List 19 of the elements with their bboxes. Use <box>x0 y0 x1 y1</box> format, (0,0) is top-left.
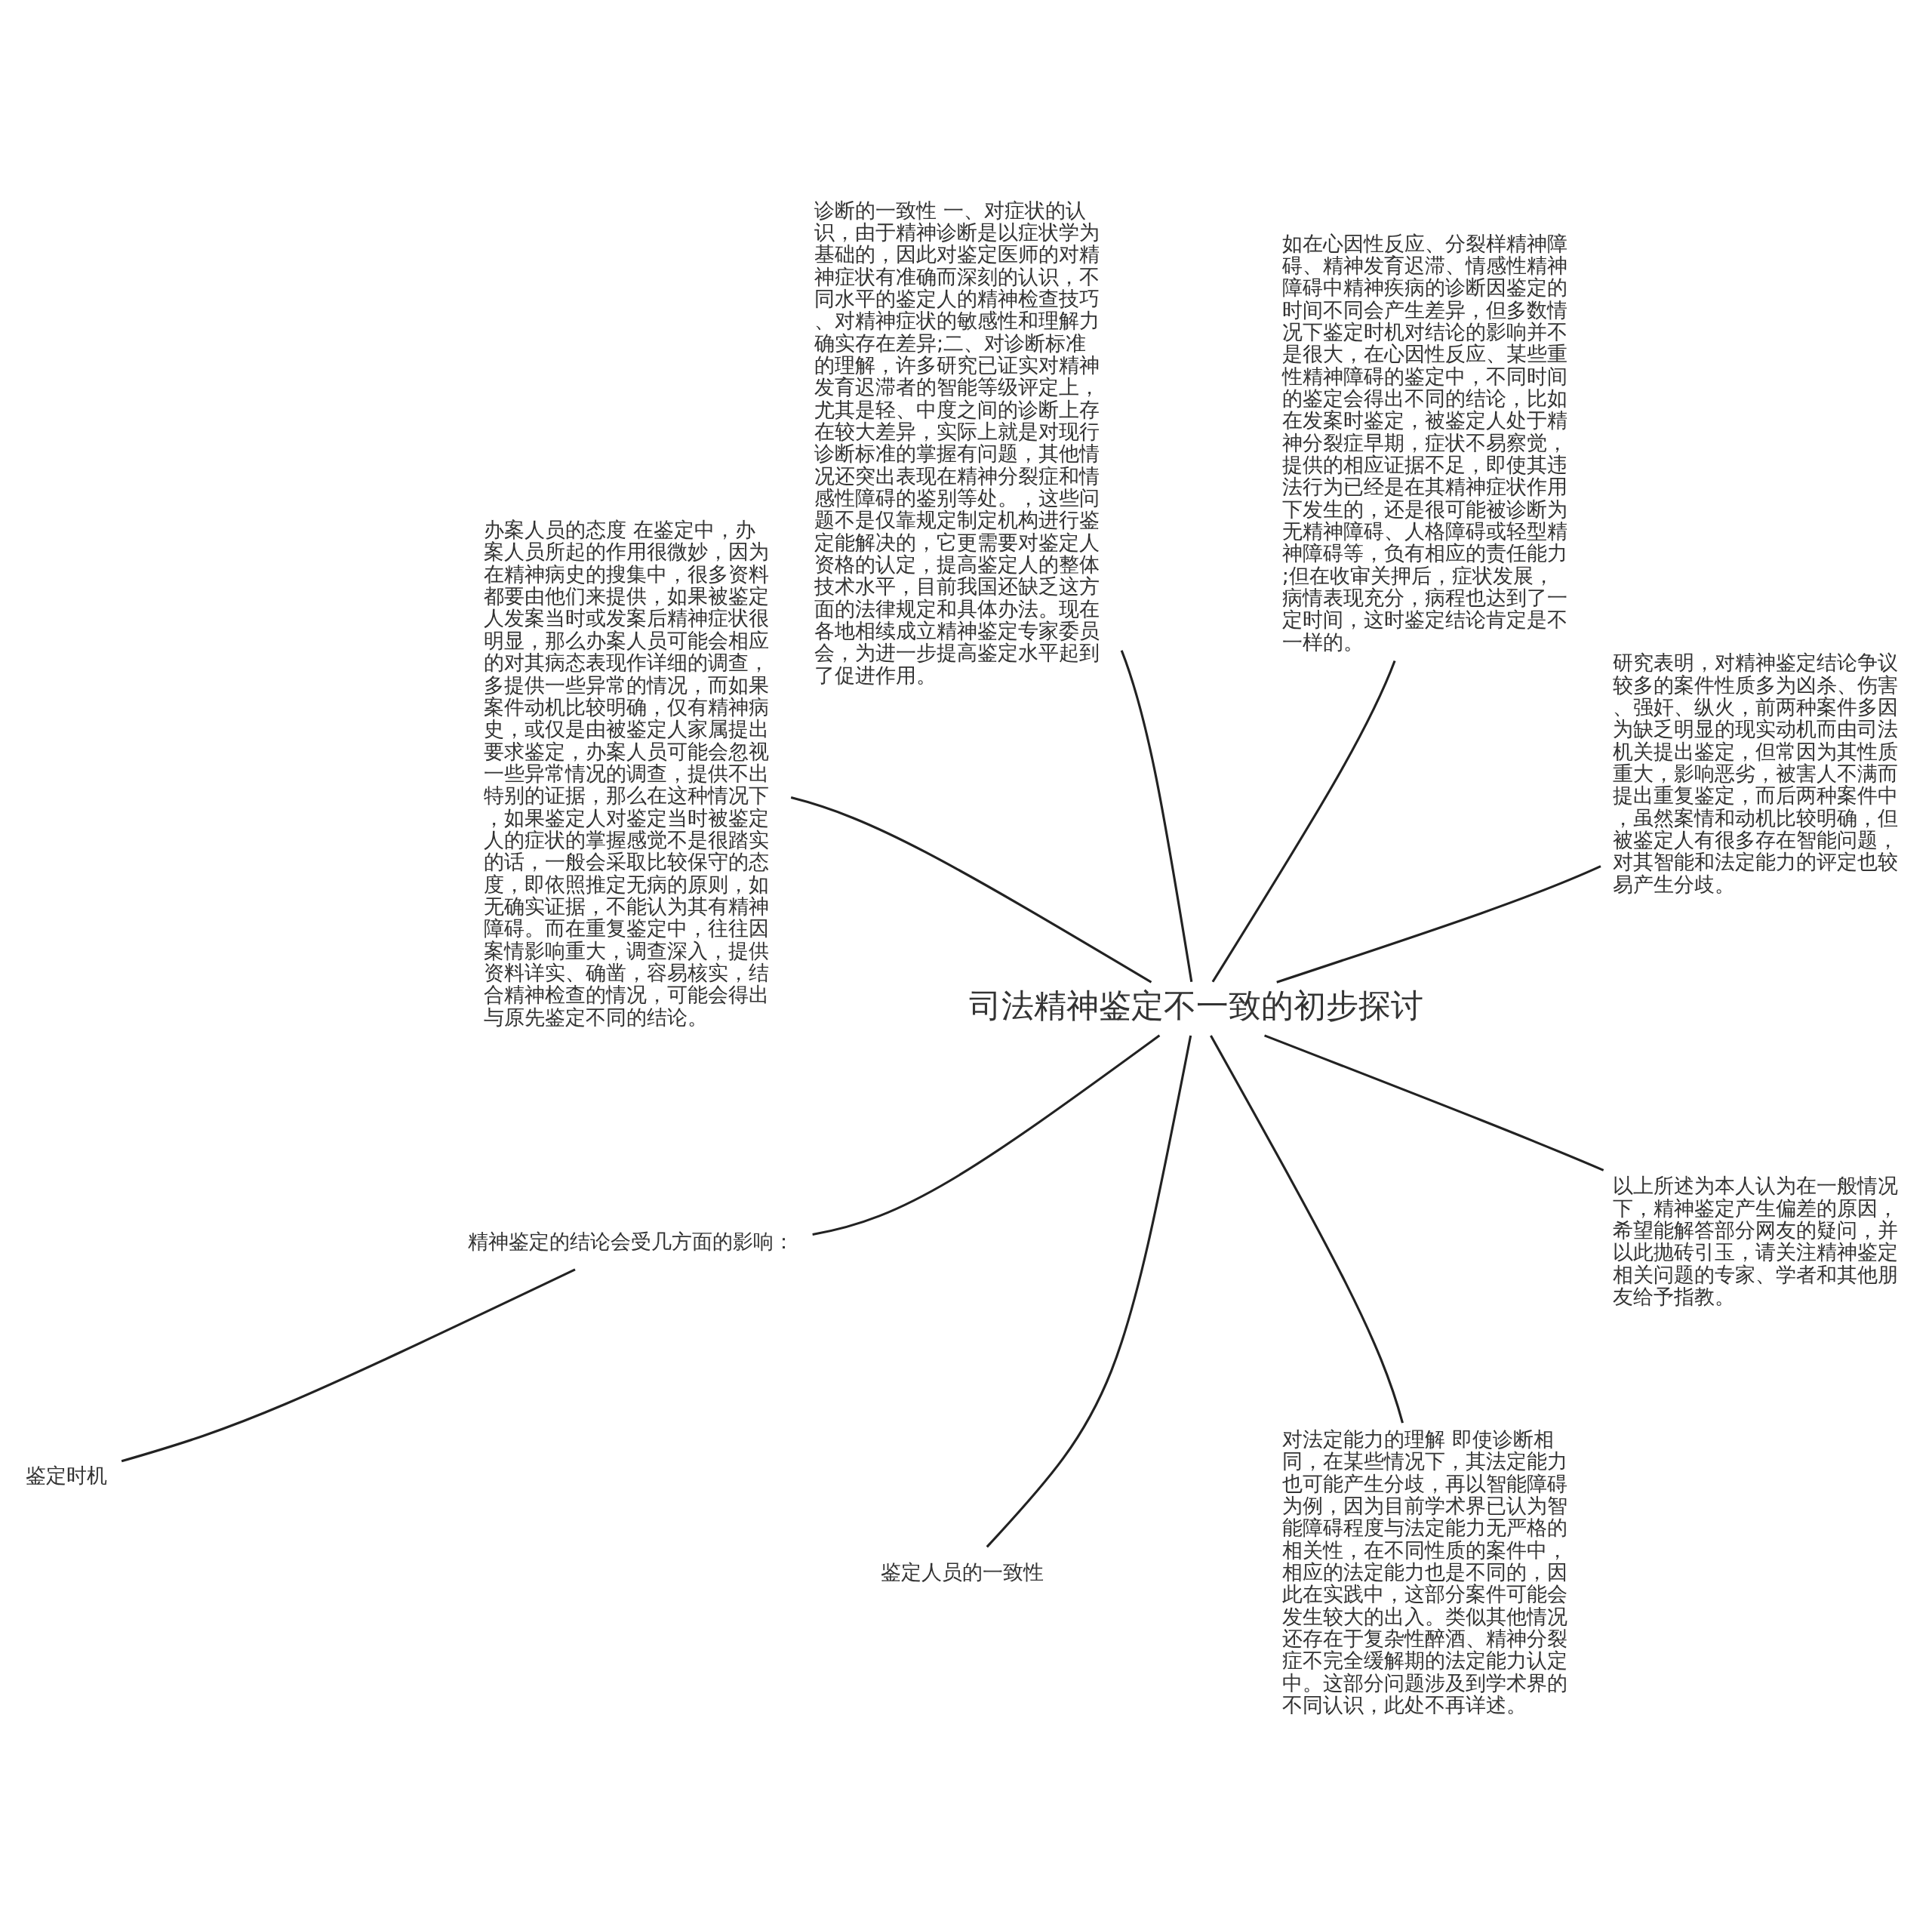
node-text: 诊断的一致性 一、对症状的认识，由于精神诊断是以症状学为基础的，因此对鉴定医师的对精神症状有准确而深刻的认识，不同水平的鉴定人的精神检查技巧、对精神症状的敏感性和理解力确实存在差异;二、对诊断标准的理解，许多研究已证实对精神发育迟滞者的智能等级评定上，尤其是轻、中度之间的诊断上存在较大差异，实际上就是对现行诊断标准的掌握有问题，其他情况还突出表现在精神分裂症和情感性障碍的鉴别等处。，这些问题不是仅靠规定制定机构进行鉴定能解决的，它更需要对鉴定人资格的认定，提高鉴定人的整体技术水平，目前我国还缺乏这方面的法律规定和具体办法。现在各地相续成立精神鉴定专家委员会，为进一步提高鉴定水平起到了促进作用。 <box>814 198 1100 687</box>
connector <box>1276 865 1601 984</box>
connector <box>1120 650 1193 983</box>
node-text: 对法定能力的理解 即使诊断相同，在某些情况下，其法定能力也可能产生分歧，再以智能障碍为例，因为目前学术界已认为智能障碍程度与法定能力无严格的相关性，在不同性质的案件中，相应的法定能力也是不同的，因此在实践中，这部分案件可能会发生较大的出入。类似其他情况还存在于复杂性醉酒、精神分裂症不完全缓解期的法定能力认定中。这部分问题涉及到学术界的不同认识，此处不再详述。 <box>1281 1427 1567 1716</box>
node-text: 以上所述为本人认为在一般情况下，精神鉴定产生偏差的原因，希望能解答部分网友的疑问，并以此抛砖引玉，请关注精神鉴定相关问题的专家、学者和其他朋友给予指教。 <box>1613 1174 1899 1308</box>
connector <box>986 1035 1192 1548</box>
connector <box>1264 1034 1604 1171</box>
connector <box>1211 660 1396 983</box>
node-text: 办案人员的态度 在鉴定中，办案人员所起的作用很微妙，因为在精神病史的搜集中，很多资料都要由他们来提供，如果被鉴定人发案当时或发案后精神症状很明显，那么办案人员可能会相应的对其病态表现作详细的调查，多提供一些异常的情况，而如果案件动机比较明确，仅有精神病史，或仅是由被鉴定人家属提出要求鉴定，办案人员可能会忽视一些异常情况的调查，提供不出特别的证据，那么在这种情况下，如果鉴定人对鉴定当时被鉴定人的症状的掌握感觉不是很踏实的话，一般会采取比较保守的态度，即依照推定无病的原则，如无确实证据，不能认为其有精神障碍。而在重复鉴定中，往往因案情影响重大，调查深入，提供资料详实、确凿，容易核实，结合精神检查的情况，可能会得出与原先鉴定不同的结论。 <box>483 518 769 1029</box>
connector <box>812 1034 1161 1236</box>
connector <box>1210 1035 1404 1424</box>
node-text: 研究表明，对精神鉴定结论争议较多的案件性质多为凶杀、伤害、强奸、纵火，前两种案件多因为缺乏明显的现实动机而由司法机关提出鉴定，但常因为其性质重大，影响恶劣，被害人不满而提出重复鉴定，而后两种案件中，虽然案情和动机比较明确，但被鉴定人有很多存在智能问题，对其智能和法定能力的评定也较易产生分歧。 <box>1613 651 1899 896</box>
connector <box>790 796 1152 984</box>
node-text: 司法精神鉴定不一致的初步探讨 <box>968 987 1423 1025</box>
node-text: 精神鉴定的结论会受几方面的影响： <box>468 1229 795 1253</box>
node-text: 鉴定时机 <box>26 1463 108 1487</box>
node-text: 如在心因性反应、分裂样精神障碍、精神发育迟滞、情感性精神障碍中精神疾病的诊断因鉴定的时间不同会产生差异，但多数情况下鉴定时机对结论的影响并不是很大，在心因性反应、某些重性精神障碍的鉴定中，不同时间的鉴定会得出不同的结论，比如在发案时鉴定，被鉴定人处于精神分裂症早期，症状不易察觉，提供的相应证据不足，即使其违法行为已经是在其精神症状作用下发生的，还是很可能被诊断为无精神障碍、人格障碍或轻型精神障碍等，负有相应的责任能力;但在收审关押后，症状发展，病情表现充分，病程也达到了一定时间，这时鉴定结论肯定是不一样的。 <box>1281 231 1567 654</box>
connector <box>121 1268 576 1463</box>
node-text: 鉴定人员的一致性 <box>880 1559 1044 1584</box>
